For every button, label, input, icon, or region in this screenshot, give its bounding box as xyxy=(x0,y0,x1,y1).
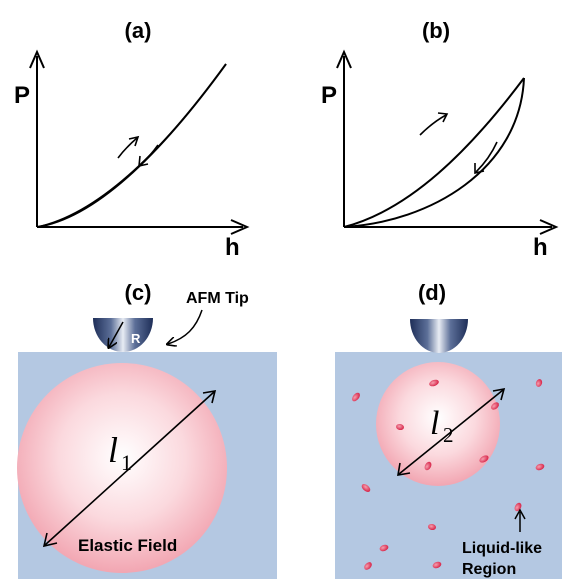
panel-b-x-axis-label: h xyxy=(533,234,548,261)
particle xyxy=(535,463,545,471)
diameter-l2-head-end xyxy=(492,387,506,401)
panel-b-loading-arrow-head xyxy=(437,112,449,123)
panel-a-unloading-arrow xyxy=(140,144,159,165)
panel-a: (a) P h xyxy=(14,18,250,261)
panel-d-elastic-field xyxy=(376,362,500,486)
particle xyxy=(535,379,543,387)
length-l2-subscript: 2 xyxy=(443,423,454,447)
panel-b-loading-arrow xyxy=(419,114,447,136)
liquid-like-particles xyxy=(352,379,545,570)
elastic-field-label: Elastic Field xyxy=(78,536,177,555)
length-l1-symbol: l xyxy=(108,430,118,470)
diameter-l2-head-start xyxy=(397,462,411,476)
panel-d-label: (d) xyxy=(418,280,446,305)
diameter-l1-head-end xyxy=(202,390,217,404)
panel-a-loading-arrow-head xyxy=(128,135,140,147)
particle xyxy=(379,544,389,552)
panel-a-label: (a) xyxy=(125,18,152,43)
panel-a-x-axis-label: h xyxy=(225,234,240,261)
diameter-l1-head-start xyxy=(42,532,58,548)
panel-b-unloading-curve xyxy=(343,77,525,228)
panel-a-unloading-curve xyxy=(36,63,227,228)
particle xyxy=(429,379,439,387)
panel-b-unloading-arrow-head xyxy=(474,163,485,174)
particle xyxy=(361,484,371,492)
panel-c-elastic-field xyxy=(17,363,227,573)
panel-a-axes xyxy=(29,49,250,235)
panel-b: (b) P h xyxy=(321,18,559,261)
particle xyxy=(479,455,489,463)
panel-b-loading-curve xyxy=(343,77,525,228)
panel-c-label: (c) xyxy=(125,280,152,305)
panel-a-y-axis-label: P xyxy=(14,82,30,109)
panel-c: (c) R AFM Tip l 1 Elastic Field xyxy=(17,280,277,579)
panel-a-loading-curve xyxy=(36,63,227,228)
panel-b-label: (b) xyxy=(422,18,450,43)
panel-b-unloading-arrow xyxy=(475,141,498,173)
afm-tip-label: AFM Tip xyxy=(186,290,249,307)
radius-label: R xyxy=(131,331,141,346)
panel-d: (d) l 2 Liquid-like Region xyxy=(335,280,562,579)
panel-a-loading-arrow xyxy=(117,137,138,159)
length-l1-subscript: 1 xyxy=(121,450,132,475)
diameter-l1-line xyxy=(44,391,215,546)
particle xyxy=(428,523,436,531)
particle xyxy=(364,562,372,570)
afm-tip-pointer xyxy=(168,309,203,344)
particle xyxy=(424,461,432,471)
particle xyxy=(352,392,360,402)
panel-a-unloading-arrow-head xyxy=(138,155,149,168)
region-pointer-arrow-head xyxy=(514,508,526,520)
panel-b-axes xyxy=(336,49,559,235)
radius-arrow xyxy=(109,321,124,347)
diameter-l2-line xyxy=(398,389,504,475)
afm-tip-d xyxy=(410,319,468,353)
liquid-like-region-label-line1: Liquid-like xyxy=(462,540,542,557)
panel-b-y-axis-label: P xyxy=(321,82,337,109)
particle xyxy=(432,561,442,569)
particle xyxy=(396,423,404,431)
liquid-like-region-label-line2: Region xyxy=(462,561,516,578)
particle xyxy=(491,402,499,410)
length-l2-symbol: l xyxy=(430,405,439,442)
